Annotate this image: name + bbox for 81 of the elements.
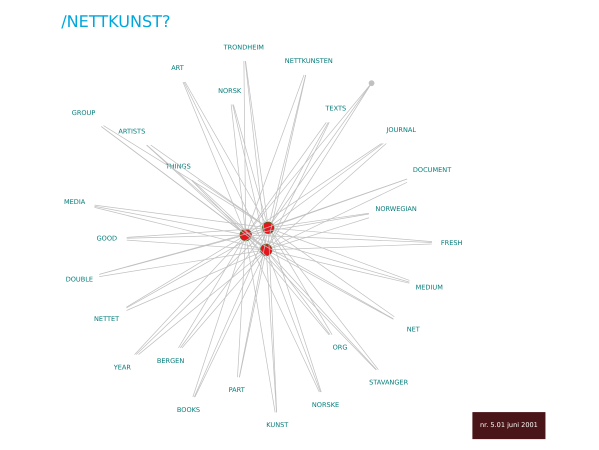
connector — [236, 240, 246, 378]
connector — [273, 212, 369, 228]
connector — [146, 144, 262, 246]
connector — [250, 236, 410, 282]
connector — [250, 143, 382, 232]
connector — [183, 82, 264, 245]
connector — [181, 254, 262, 348]
connector — [138, 253, 262, 355]
connector — [266, 255, 276, 413]
node-circle — [260, 244, 272, 256]
connector — [270, 252, 394, 320]
connector — [247, 240, 320, 392]
connector — [249, 238, 376, 370]
connector — [126, 252, 261, 311]
connector — [268, 122, 330, 245]
connector — [270, 182, 407, 248]
connector — [232, 104, 266, 222]
connector — [191, 180, 262, 246]
connector — [126, 238, 240, 308]
connector — [272, 230, 394, 318]
connector — [246, 74, 304, 230]
connector — [184, 82, 266, 223]
connector — [134, 239, 242, 356]
connector — [179, 232, 265, 348]
node-circle — [262, 222, 274, 234]
connector — [230, 104, 245, 230]
connector — [250, 234, 432, 243]
connector — [270, 232, 332, 335]
connector — [271, 232, 378, 370]
connector — [270, 122, 328, 224]
connector — [146, 144, 241, 232]
connector — [244, 60, 268, 222]
connector — [248, 122, 326, 231]
connector — [135, 232, 264, 355]
connector — [192, 240, 244, 398]
connector — [248, 239, 329, 336]
connector — [272, 142, 384, 225]
connector — [232, 104, 265, 244]
connector — [269, 233, 322, 392]
connector — [248, 84, 370, 231]
connector — [268, 254, 330, 336]
connector — [126, 234, 240, 239]
connector — [150, 144, 264, 225]
connector — [271, 250, 410, 284]
connector — [270, 85, 370, 224]
connector — [250, 238, 394, 320]
connector — [246, 240, 275, 413]
connector — [94, 207, 260, 249]
connector — [273, 178, 407, 226]
connector — [269, 254, 376, 370]
connector — [178, 240, 243, 348]
connector — [273, 228, 432, 242]
connector — [126, 230, 263, 308]
connector — [243, 60, 246, 230]
connector — [244, 60, 266, 244]
connector — [266, 74, 306, 244]
connector — [98, 250, 260, 277]
connector — [193, 232, 266, 398]
connector — [126, 240, 260, 250]
connector — [271, 244, 432, 250]
connector — [270, 143, 386, 246]
connector — [182, 82, 244, 230]
connector — [94, 204, 262, 228]
connector — [272, 230, 410, 281]
connector — [194, 254, 264, 398]
connector — [126, 228, 262, 238]
connector — [238, 233, 267, 378]
node-circle — [239, 228, 252, 242]
connector — [238, 256, 265, 378]
node-circle — [368, 80, 374, 86]
connector — [100, 126, 262, 247]
connector — [268, 74, 306, 222]
connector — [268, 233, 277, 413]
connector — [102, 125, 263, 225]
connector — [98, 236, 240, 275]
connector — [268, 85, 370, 246]
connector — [270, 217, 369, 248]
diagram-title: /NETTKUNST? — [60, 12, 170, 32]
connector — [94, 206, 240, 234]
connector — [267, 255, 320, 392]
connector — [190, 180, 242, 232]
